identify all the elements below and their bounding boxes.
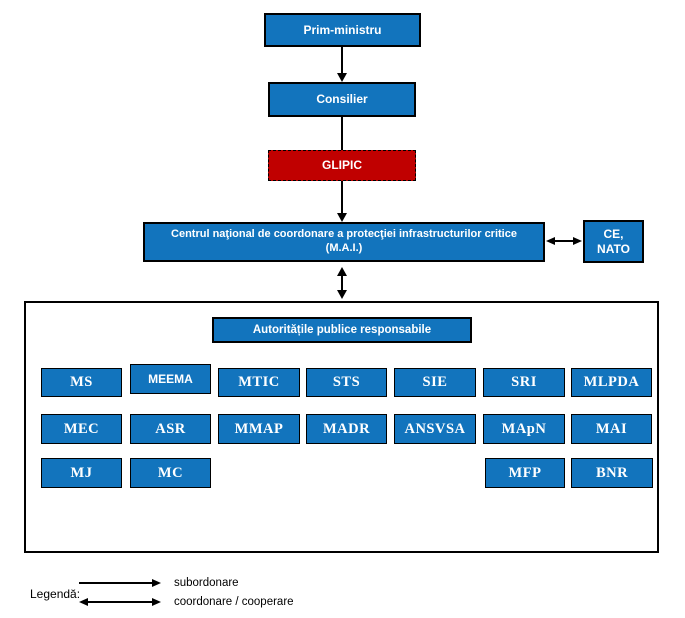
node-centru-line2: (M.A.I.) — [325, 242, 363, 254]
agency-label: BNR — [595, 464, 629, 481]
node-ce-nato-line2: NATO — [597, 241, 630, 256]
cooperation-line-horizontal — [553, 240, 575, 242]
agency-box-madr: MADR — [306, 414, 387, 444]
agency-label: MC — [157, 464, 184, 481]
agency-label: ANSVSA — [404, 420, 466, 437]
node-ce-nato-line1: CE, — [603, 226, 624, 241]
legend-subordonare-label: subordonare — [174, 577, 239, 589]
agency-box-sts: STS — [306, 368, 387, 397]
agency-label: ASR — [155, 420, 186, 437]
agency-box-mmap: MMAP — [218, 414, 300, 444]
agency-label: MFP — [508, 464, 542, 481]
arrow-left-icon — [546, 236, 555, 245]
agency-box-meema: MEEMA — [130, 364, 211, 394]
node-centru-line1: Centrul naţional de coordonare a protecţ… — [171, 228, 517, 241]
node-glipic: GLIPIC — [268, 150, 416, 181]
legend-title: Legendă: — [30, 587, 81, 601]
node-prim-ministru: Prim-ministru — [264, 13, 421, 47]
agency-box-mec: MEC — [41, 414, 122, 444]
agency-label: SRI — [511, 374, 537, 391]
node-consilier-label: Consilier — [316, 92, 368, 106]
arrow-down-icon — [337, 73, 347, 82]
agency-box-asr: ASR — [130, 414, 211, 444]
agency-box-mlpda: MLPDA — [571, 368, 652, 397]
agency-box-mj: MJ — [41, 458, 122, 488]
subordination-line-3 — [341, 181, 343, 213]
agency-label: MLPDA — [583, 374, 640, 391]
agency-label: MJ — [70, 464, 93, 481]
agency-box-mapn: MApN — [483, 414, 565, 444]
agency-box-sie: SIE — [394, 368, 476, 397]
arrow-up-icon — [337, 267, 347, 276]
arrow-right-icon — [152, 578, 161, 587]
agency-label: MEEMA — [148, 371, 193, 386]
agency-box-mai: MAI — [571, 414, 652, 444]
agency-label: MS — [70, 374, 93, 391]
agency-box-mc: MC — [130, 458, 211, 488]
node-autoritati: Autoritățile publice responsabile — [212, 317, 472, 343]
arrow-left-icon — [79, 597, 88, 606]
legend-coordonare-label: coordonare / cooperare — [174, 596, 294, 608]
agency-label: MEC — [63, 420, 100, 437]
agency-label: MAI — [595, 420, 628, 437]
agency-label: MTIC — [238, 374, 280, 391]
agency-label: SIE — [422, 374, 448, 391]
agency-label: MADR — [322, 420, 371, 437]
arrow-right-icon — [152, 597, 161, 606]
arrow-down-icon — [337, 290, 347, 299]
arrow-down-icon — [337, 213, 347, 222]
node-ce-nato: CE, NATO — [583, 220, 644, 263]
subordination-line-1 — [341, 47, 343, 74]
agency-box-ansvsa: ANSVSA — [394, 414, 476, 444]
agency-box-sri: SRI — [483, 368, 565, 397]
node-autoritati-label: Autoritățile publice responsabile — [252, 323, 432, 336]
node-consilier: Consilier — [268, 82, 416, 117]
legend-subordination-line — [79, 582, 153, 584]
agency-box-bnr: BNR — [571, 458, 653, 488]
agency-box-mtic: MTIC — [218, 368, 300, 397]
arrow-right-icon — [573, 236, 582, 245]
agency-label: MApN — [501, 420, 547, 437]
legend-cooperation-line — [87, 601, 153, 603]
node-prim-ministru-label: Prim-ministru — [303, 22, 382, 37]
agency-box-mfp: MFP — [485, 458, 565, 488]
node-glipic-label: GLIPIC — [321, 158, 362, 172]
cooperation-line-vertical — [341, 275, 343, 291]
agency-label: MMAP — [234, 420, 284, 437]
node-centru-national: Centrul naţional de coordonare a protecţ… — [143, 222, 545, 262]
agency-label: STS — [332, 374, 361, 391]
agency-box-ms: MS — [41, 368, 122, 397]
subordination-line-2 — [341, 117, 343, 150]
